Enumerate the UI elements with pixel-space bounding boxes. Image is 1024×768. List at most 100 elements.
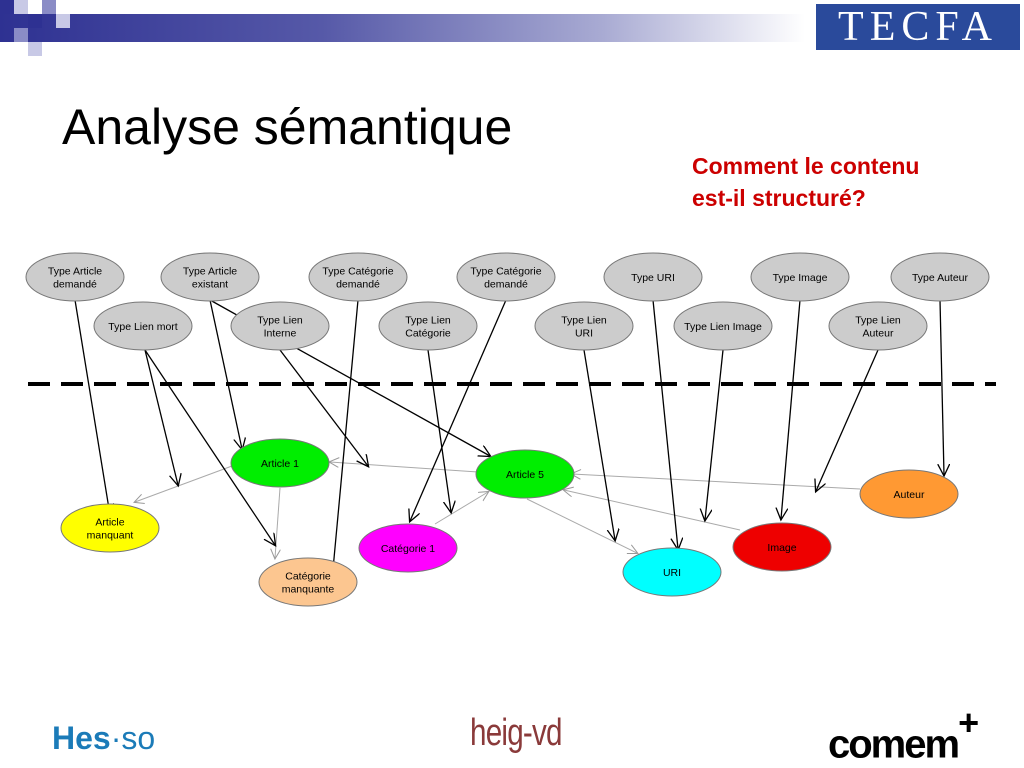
node-type-image: Type Image [750, 252, 850, 302]
subtitle-question: Comment le contenu est-il structuré? [692, 150, 1012, 214]
arrow [209, 299, 242, 449]
comem-logo: comem+ [828, 702, 979, 767]
node-type-categorie-demande-2-label: Type Catégorie [470, 266, 541, 278]
node-article-1: Article 1 [230, 438, 330, 488]
node-categorie-manquante-label: Catégorie [285, 571, 331, 583]
relation-line [135, 465, 233, 502]
arrow [74, 299, 110, 515]
node-type-lien-auteur-label: Type Lien [855, 315, 901, 327]
node-type-article-existant-shape [160, 252, 260, 302]
node-uri: URI [622, 547, 722, 597]
arrow [940, 299, 944, 475]
node-type-categorie-demande-1-shape [308, 252, 408, 302]
node-type-lien-mort-label: Type Lien mort [108, 321, 178, 333]
hes-logo-dot: · [110, 720, 122, 756]
relation-line [330, 462, 479, 473]
arrow [652, 299, 678, 549]
subtitle-line-2: est-il structuré? [692, 185, 866, 211]
node-type-categorie-demande-2-shape [456, 252, 556, 302]
node-type-lien-uri-shape [534, 301, 634, 351]
node-article-manquant-label: Article [95, 517, 124, 529]
comem-logo-plus: + [958, 702, 979, 743]
decor-square [42, 0, 56, 14]
hes-so-logo: Hes·so [52, 720, 155, 757]
arrow [410, 299, 507, 521]
node-type-lien-image-label: Type Lien Image [684, 321, 762, 333]
arrow [816, 349, 879, 491]
node-type-lien-image-shape [673, 301, 773, 351]
node-type-uri-shape [603, 252, 703, 302]
page-title: Analyse sémantique [62, 99, 513, 155]
node-image-label: Image [767, 542, 796, 554]
node-categorie-1-shape [358, 523, 458, 573]
node-article-5: Article 5 [475, 449, 575, 499]
decor-square [28, 42, 42, 56]
node-uri-label: URI [663, 567, 681, 579]
node-image: Image [732, 522, 832, 572]
node-auteur-shape [859, 469, 959, 519]
node-article-manquant-label: manquant [87, 530, 134, 542]
node-type-auteur: Type Auteur [890, 252, 990, 302]
relation-line [564, 490, 741, 531]
arrow [427, 349, 451, 512]
decor-square [14, 28, 28, 42]
node-article-5-label: Article 5 [506, 469, 544, 481]
relation-line [526, 498, 637, 553]
hes-logo-bold: Hes [52, 720, 111, 756]
node-type-article-demande-label: Type Article [48, 266, 102, 278]
heig-vd-logo: heig-vd [470, 712, 563, 754]
node-type-lien-auteur-label: Auteur [863, 328, 894, 340]
node-type-lien-categorie-label: Catégorie [405, 328, 451, 340]
node-article-1-label: Article 1 [261, 458, 299, 470]
relation-line [434, 492, 488, 525]
node-type-uri: Type URI [603, 252, 703, 302]
node-type-article-existant-label: existant [192, 279, 228, 291]
decor-square [0, 0, 14, 14]
node-type-lien-categorie-label: Type Lien [405, 315, 451, 327]
node-article-1-shape [230, 438, 330, 488]
node-auteur-label: Auteur [894, 489, 925, 501]
decor-square [28, 14, 42, 28]
node-categorie-manquante-label: manquante [282, 584, 335, 596]
decor-square [14, 0, 28, 14]
node-type-lien-image: Type Lien Image [673, 301, 773, 351]
node-type-image-label: Type Image [773, 272, 828, 284]
instance-nodes: Article 1 Article 5 ArticlemanquantCatégor… [60, 438, 959, 607]
node-image-shape [732, 522, 832, 572]
node-type-lien-categorie-shape [378, 301, 478, 351]
node-type-lien-mort: Type Lien mort [93, 301, 193, 351]
node-type-categorie-demande-2-label: demandé [484, 279, 528, 291]
arrow [332, 299, 359, 580]
node-type-lien-uri-label: Type Lien [561, 315, 607, 327]
tecfa-logo: TECFA [814, 2, 1022, 52]
decor-square [56, 14, 70, 28]
arrow [583, 349, 615, 540]
node-type-image-shape [750, 252, 850, 302]
node-type-auteur-label: Type Auteur [912, 272, 969, 284]
node-article-manquant-shape [60, 503, 160, 553]
header-gradient-bar [0, 14, 805, 42]
relation-line [275, 487, 280, 558]
node-type-uri-label: Type URI [631, 272, 675, 284]
node-article-5-shape [475, 449, 575, 499]
node-uri-shape [622, 547, 722, 597]
arrow [781, 299, 801, 519]
node-categorie-1: Catégorie 1 [358, 523, 458, 573]
node-type-lien-mort-shape [93, 301, 193, 351]
node-auteur: Auteur [859, 469, 959, 519]
node-categorie-1-label: Catégorie 1 [381, 543, 435, 555]
node-type-article-demande-shape [25, 252, 125, 302]
arrow [705, 349, 724, 520]
node-categorie-manquante-shape [258, 557, 358, 607]
